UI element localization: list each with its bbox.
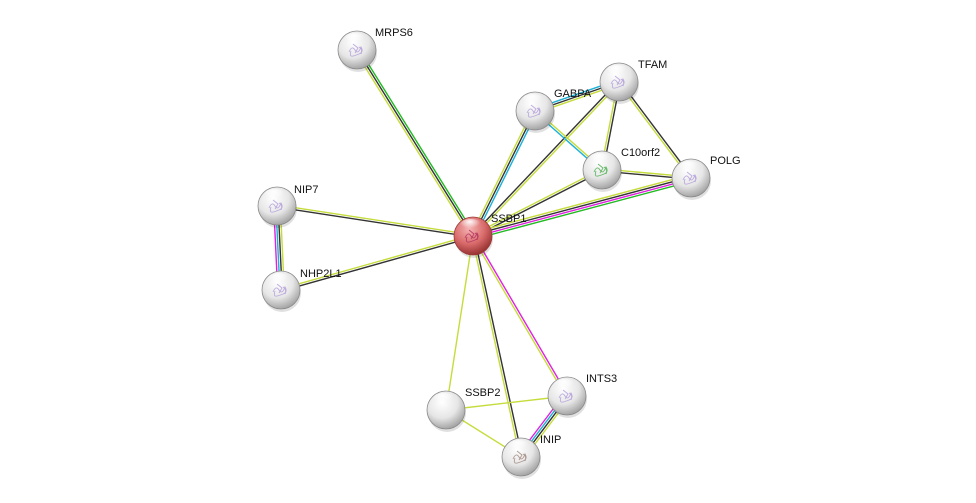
edge-evidence-textmining	[445, 395, 568, 411]
node-highlight	[521, 94, 545, 108]
node-highlight	[459, 219, 483, 233]
edge-ssbp2-ints3[interactable]	[445, 395, 568, 411]
node-highlight	[553, 379, 577, 393]
node-mrps6[interactable]: MRPS6	[337, 27, 413, 72]
node-c10orf2[interactable]: C10orf2	[582, 147, 660, 192]
edge-ssbp1-nip7[interactable]	[276, 204, 474, 238]
edge-evidence-textmining	[471, 236, 521, 458]
node-label: NIP7	[294, 184, 318, 196]
edge-evidence-textmining	[471, 174, 691, 234]
edge-evidence-coexpression	[472, 110, 536, 237]
node-highlight	[588, 153, 612, 167]
node-gabpa[interactable]: GABPA	[515, 88, 592, 133]
node-highlight	[507, 440, 531, 454]
edge-evidence-textmining	[354, 50, 472, 238]
edge-ssbp1-gabpa[interactable]	[470, 109, 538, 238]
node-highlight	[343, 33, 367, 47]
node-label: MRPS6	[375, 27, 413, 39]
edge-evidence-coexpression	[276, 206, 473, 238]
node-nhp2l1[interactable]: NHP2L1	[261, 268, 342, 312]
node-label: C10orf2	[621, 147, 660, 159]
node-label: GABPA	[554, 88, 592, 100]
edge-evidence-experiments	[473, 178, 692, 238]
edge-evidence-coexpression	[473, 235, 523, 457]
edge-ssbp1-c10orf2[interactable]	[472, 168, 603, 238]
node-highlight	[677, 161, 701, 175]
edge-ssbp1-ints3[interactable]	[471, 235, 569, 397]
edge-ssbp1-polg[interactable]	[471, 174, 693, 240]
edge-evidence-neighborhood	[473, 180, 693, 240]
node-ints3[interactable]: INTS3	[547, 373, 617, 418]
node-ssbp1[interactable]: SSBP1	[453, 213, 526, 258]
node-label: NHP2L1	[300, 268, 342, 280]
edge-evidence-neighborhood	[358, 48, 476, 236]
node-highlight	[432, 393, 456, 407]
edge-evidence-textmining	[472, 168, 602, 236]
node-highlight	[263, 189, 287, 203]
edge-evidence-coexpression	[471, 80, 619, 236]
edge-evidence-textmining	[445, 235, 474, 411]
edge-evidence-database	[474, 111, 538, 238]
edge-tfam-polg[interactable]	[617, 80, 693, 180]
edge-evidence-coexpression	[473, 170, 603, 238]
node-highlight	[605, 65, 629, 79]
edge-evidence-textmining	[280, 234, 473, 290]
node-label: TFAM	[638, 59, 667, 71]
node-label: INIP	[540, 434, 561, 446]
edge-evidence-experiments	[473, 235, 569, 396]
edge-evidence-coexpression	[472, 176, 691, 236]
edge-evidence-coexpression	[619, 80, 693, 178]
node-highlight	[267, 273, 291, 287]
edge-evidence-textmining	[473, 82, 621, 238]
node-label: INTS3	[586, 373, 617, 385]
node-inip[interactable]: INIP	[501, 434, 561, 479]
edge-evidence-coexpression	[356, 49, 474, 237]
node-ssbp2[interactable]: SSBP2	[426, 387, 500, 432]
node-label: POLG	[710, 155, 741, 167]
node-polg[interactable]: POLG	[671, 155, 741, 200]
edge-evidence-textmining	[470, 109, 534, 236]
node-label: SSBP2	[465, 387, 500, 399]
edge-ssbp1-ssbp2[interactable]	[445, 235, 474, 411]
node-label: SSBP1	[491, 213, 526, 225]
edge-evidence-coexpression	[281, 236, 474, 292]
edge-evidence-textmining	[617, 82, 691, 180]
node-tfam[interactable]: TFAM	[599, 59, 667, 104]
edge-ssbp1-nhp2l1[interactable]	[280, 234, 474, 292]
edge-evidence-textmining	[277, 204, 474, 236]
edge-ssbp1-mrps6[interactable]	[354, 48, 476, 238]
edge-evidence-textmining	[471, 236, 567, 397]
edge-ssbp1-inip[interactable]	[471, 235, 523, 458]
node-nip7[interactable]: NIP7	[257, 184, 318, 228]
edge-ssbp1-tfam[interactable]	[471, 80, 621, 238]
